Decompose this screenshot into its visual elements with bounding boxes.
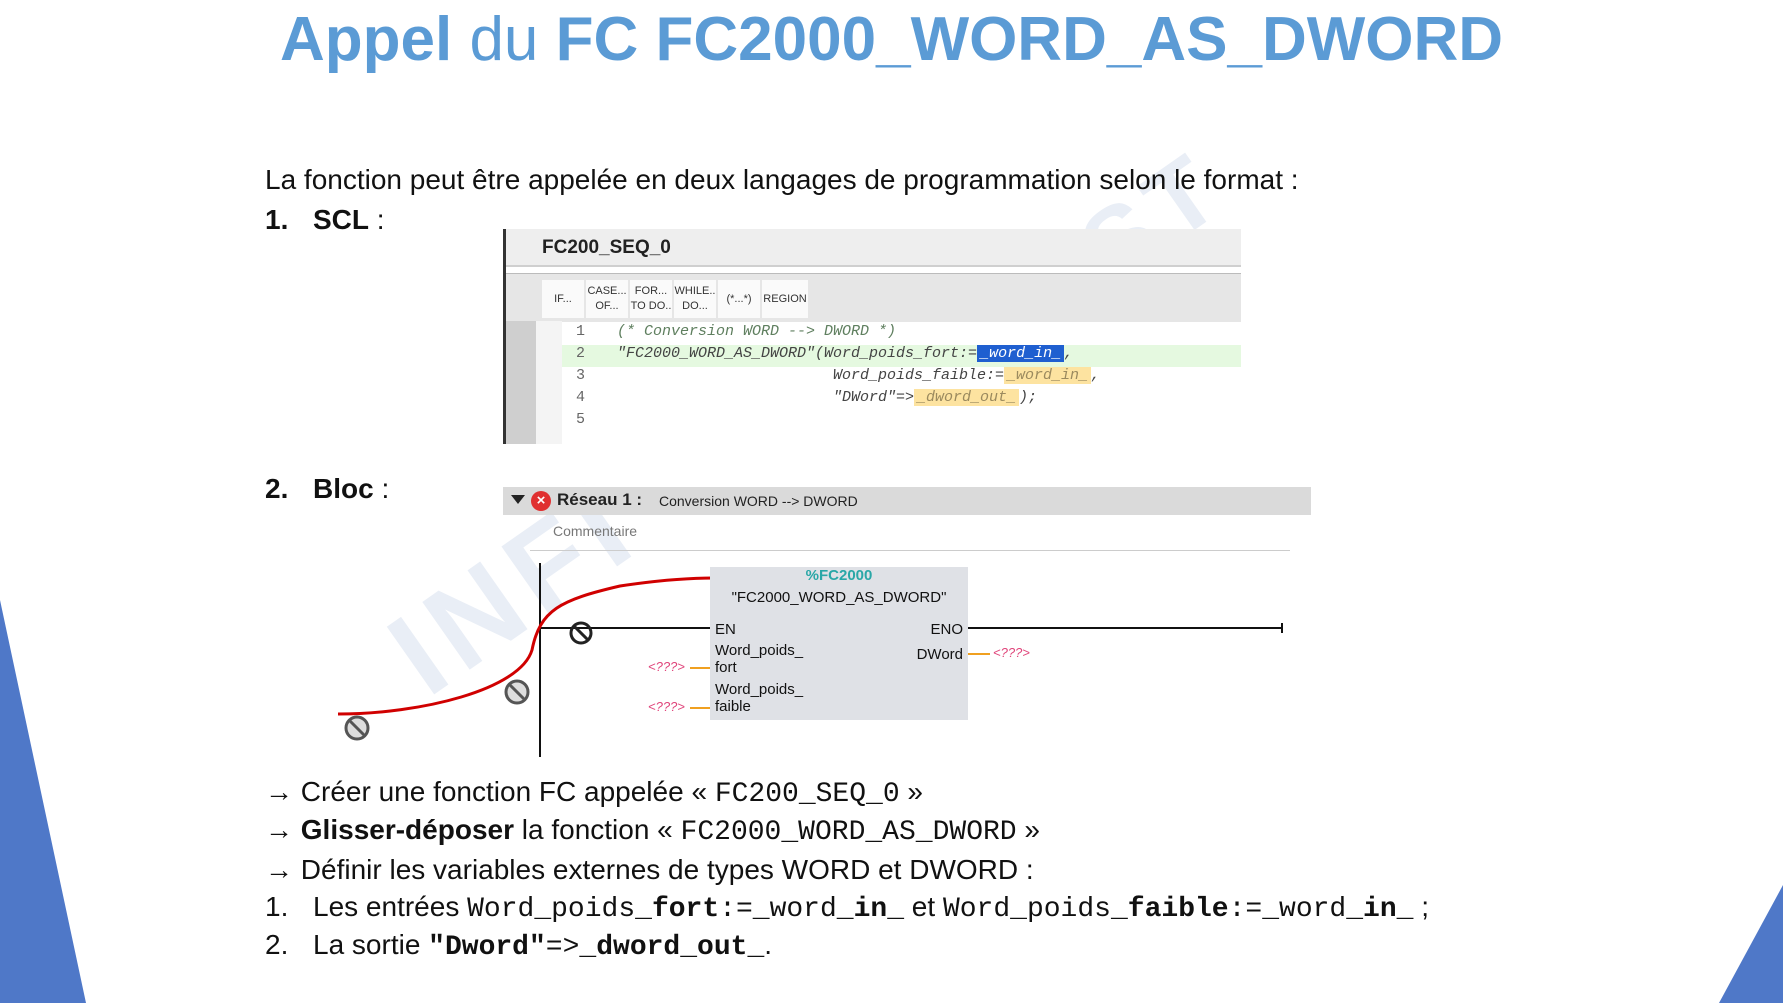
arrow-icon: → — [265, 814, 293, 845]
toolbar-for-button[interactable]: FOR...TO DO.. — [630, 280, 672, 318]
collapse-triangle-icon[interactable] — [511, 495, 525, 504]
code-line: 2 "FC2000_WORD_AS_DWORD"(Word_poids_fort… — [562, 345, 1241, 367]
pin-dword[interactable]: DWord — [916, 646, 963, 663]
toolbar-case-button[interactable]: CASE...OF... — [586, 280, 628, 318]
pin-eno[interactable]: ENO — [930, 621, 963, 638]
placeholder-operand[interactable]: <???> — [648, 659, 685, 674]
pin-en[interactable]: EN — [715, 621, 736, 638]
item-bloc: 2.Bloc : — [265, 473, 390, 504]
sub-item-1: 1.Les entrées Word_poids_fort:=_word_in_… — [265, 891, 1430, 925]
editor-tab[interactable]: FC200_SEQ_0 — [506, 229, 1241, 267]
editor-toolbar: IF... CASE...OF... FOR...TO DO.. WHILE..… — [506, 273, 1241, 322]
forbidden-icon — [569, 621, 593, 645]
scl-editor: FC200_SEQ_0 IF... CASE...OF... FOR...TO … — [503, 229, 1241, 444]
pin-word-poids-faible[interactable]: Word_poids_faible — [715, 681, 804, 715]
intro-text: La fonction peut être appelée en deux la… — [265, 164, 1299, 195]
divider — [530, 550, 1290, 551]
item-scl: 1.SCL : — [265, 204, 385, 235]
network-comment[interactable]: Commentaire — [553, 523, 638, 539]
code-line: 3 Word_poids_faible:=_word_in_, — [576, 367, 1101, 384]
code-line: 1 (* Conversion WORD --> DWORD *) — [576, 323, 897, 340]
sub-item-2: 2.La sortie "Dword"=>_dword_out_. — [265, 929, 773, 963]
arrow-icon: → — [265, 776, 293, 807]
toolbar-if-button[interactable]: IF... — [542, 280, 584, 318]
page-title: Appel du FC FC2000_WORD_AS_DWORD — [279, 5, 1504, 74]
corner-decoration-left — [0, 600, 86, 1003]
code-line: 5 — [576, 411, 586, 428]
arrow-icon: → — [265, 854, 293, 885]
pin-word-poids-fort[interactable]: Word_poids_fort — [715, 642, 804, 676]
bullet-1: → Créer une fonction FC appelée « FC200_… — [265, 776, 924, 810]
forbidden-icon — [504, 679, 530, 705]
code-line: 4 "DWord"=>_dword_out_); — [576, 389, 1038, 406]
network-header[interactable]: × Réseau 1 : Conversion WORD --> DWORD — [503, 487, 1311, 515]
editor-gutter — [506, 321, 536, 444]
editor-gutter-inner — [536, 321, 562, 444]
bullet-3: → Définir les variables externes de type… — [265, 854, 1034, 885]
drag-path — [337, 576, 715, 716]
toolbar-comment-button[interactable]: (*...*) — [718, 280, 760, 318]
bullet-2: → Glisser-déposer la fonction « FC2000_W… — [265, 814, 1040, 848]
forbidden-icon — [344, 715, 370, 741]
fc-block[interactable]: %FC2000 "FC2000_WORD_AS_DWORD" EN ENO Wo… — [710, 567, 968, 720]
corner-decoration-right — [1719, 885, 1783, 1003]
placeholder-operand[interactable]: <???> — [648, 699, 685, 714]
toolbar-region-button[interactable]: REGION — [762, 280, 808, 318]
toolbar-while-button[interactable]: WHILE..DO... — [674, 280, 716, 318]
error-icon: × — [531, 491, 551, 511]
placeholder-operand[interactable]: <???> — [993, 645, 1030, 660]
